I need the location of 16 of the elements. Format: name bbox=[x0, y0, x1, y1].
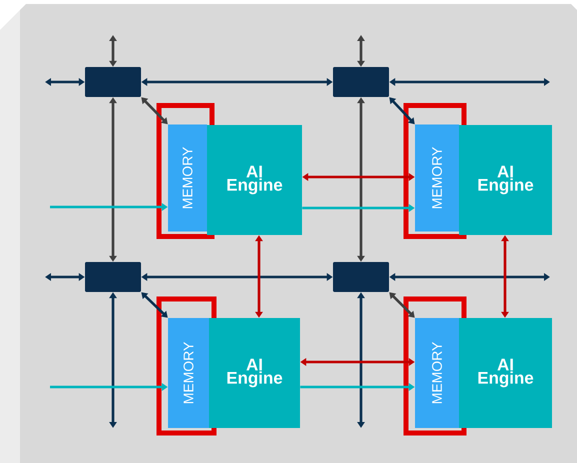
memory-block: MEMORY bbox=[415, 124, 459, 232]
switch-box bbox=[333, 67, 389, 97]
switch-box bbox=[85, 67, 141, 97]
engine-block: AI Engine bbox=[207, 125, 302, 235]
switch-box bbox=[85, 262, 141, 292]
memory-block: MEMORY bbox=[415, 318, 459, 428]
arrow bbox=[141, 97, 168, 124]
memory-block: MEMORY bbox=[168, 124, 207, 232]
switch-box bbox=[333, 262, 389, 292]
engine-block: AI Engine bbox=[209, 318, 300, 428]
memory-block: MEMORY bbox=[168, 318, 209, 428]
arrow bbox=[389, 97, 415, 124]
engine-block: AI Engine bbox=[459, 318, 552, 428]
engine-block: AI Engine bbox=[459, 125, 552, 235]
arrow bbox=[141, 292, 168, 318]
arrow bbox=[389, 292, 415, 318]
